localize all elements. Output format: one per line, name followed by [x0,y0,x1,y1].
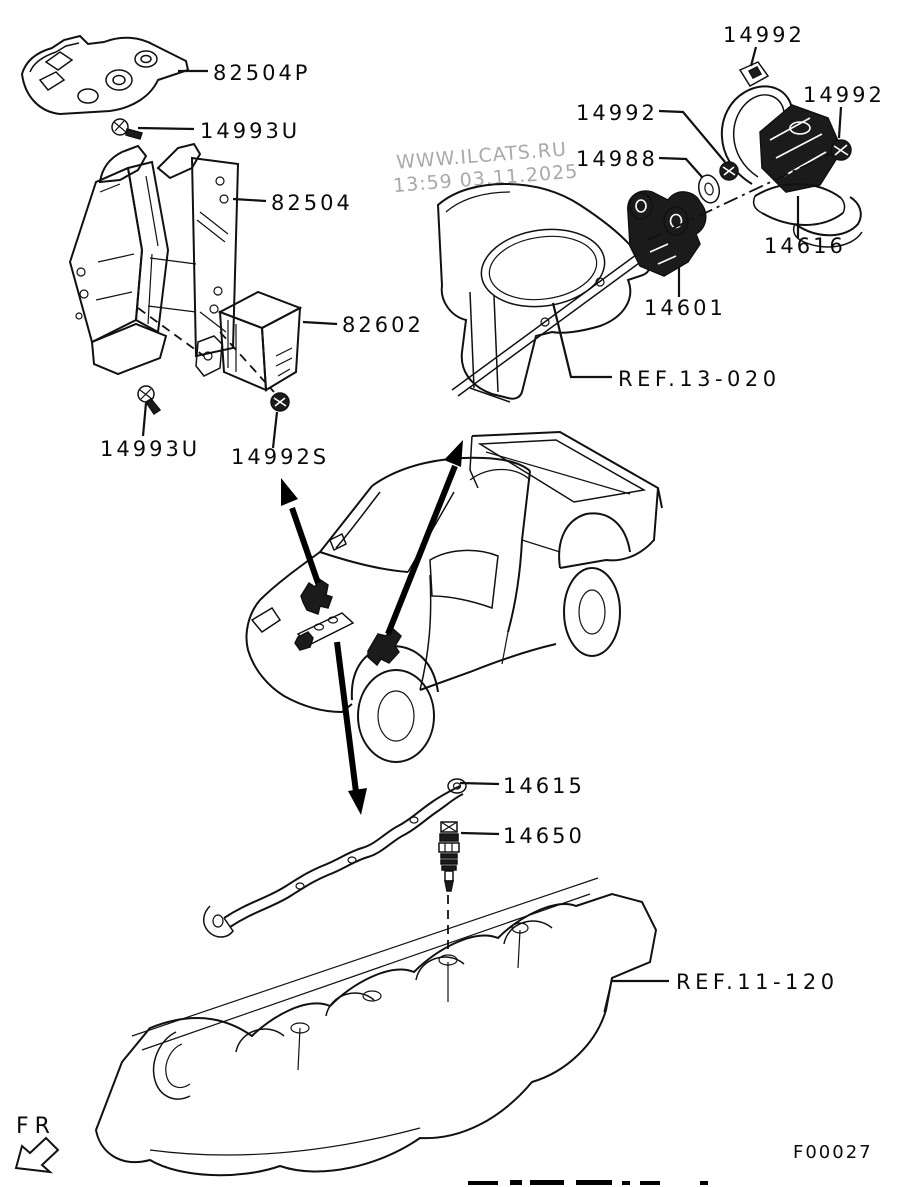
drawing-nut-14992s [270,392,290,412]
part-labels: 82504P 14993U 82504 82602 14993U 14992S … [100,23,885,994]
fr-label: FR [16,1114,56,1139]
drawing-timer-body [759,104,843,193]
part-label-14992s: 14992S [231,445,329,469]
part-label-14601: 14601 [644,296,726,320]
drawing-bracket-82504p [20,34,190,116]
drawing-cylinder-head-ref11120 [94,877,658,1177]
locator-arrows [281,440,463,815]
cropped-text-artifact [468,1180,708,1185]
ref-label-11-120: REF.11-120 [676,970,839,994]
part-label-14992-top: 14992 [723,23,805,47]
part-label-82602: 82602 [342,313,424,337]
part-label-14993u-upper: 14993U [200,119,300,143]
assembly-dash-line [137,307,205,357]
part-label-14988: 14988 [576,147,658,171]
fr-arrow-icon [14,1136,60,1174]
drawing-washer-14988 [697,174,721,204]
drawing-bolt-14993u-lower [137,385,162,416]
drawing-nut-14992-right [830,139,852,161]
drawing-nut-14992-middle [719,161,739,181]
drawing-hood-parts [294,577,402,667]
leader-lines [137,46,843,983]
drawing-rail-14615 [202,778,467,938]
drawing-bracket-82504 [68,142,240,376]
ref-label-13-020: REF.13-020 [618,367,781,391]
drawing-bracket-14601 [627,190,707,277]
drawing-truck [245,430,663,763]
drawing-bolt-14993u-upper [111,118,143,140]
drawing-clip-14992-top [738,61,770,88]
part-label-14615: 14615 [503,774,585,798]
drawing-clamp-14616 [752,183,863,248]
watermark: WWW.ILCATS.RU 13:59 03.11.2025 [392,138,579,197]
part-label-14616: 14616 [764,234,846,258]
front-direction-marker: FR [14,1114,60,1174]
part-label-14992-right: 14992 [803,83,885,107]
figure-code: F00027 [793,1142,873,1163]
drawing-glow-plug-14650 [438,821,460,952]
assembly-dash-line [219,331,275,393]
part-label-82504: 82504 [271,191,353,215]
part-label-14992-left: 14992 [576,101,658,125]
part-label-14993u-lower: 14993U [100,437,200,461]
drawing-relay-82602 [195,290,303,392]
part-label-82504p: 82504P [213,61,310,85]
part-label-14650: 14650 [503,824,585,848]
assembly-axis-line [647,151,835,241]
drawing-harness-loop [720,85,793,185]
